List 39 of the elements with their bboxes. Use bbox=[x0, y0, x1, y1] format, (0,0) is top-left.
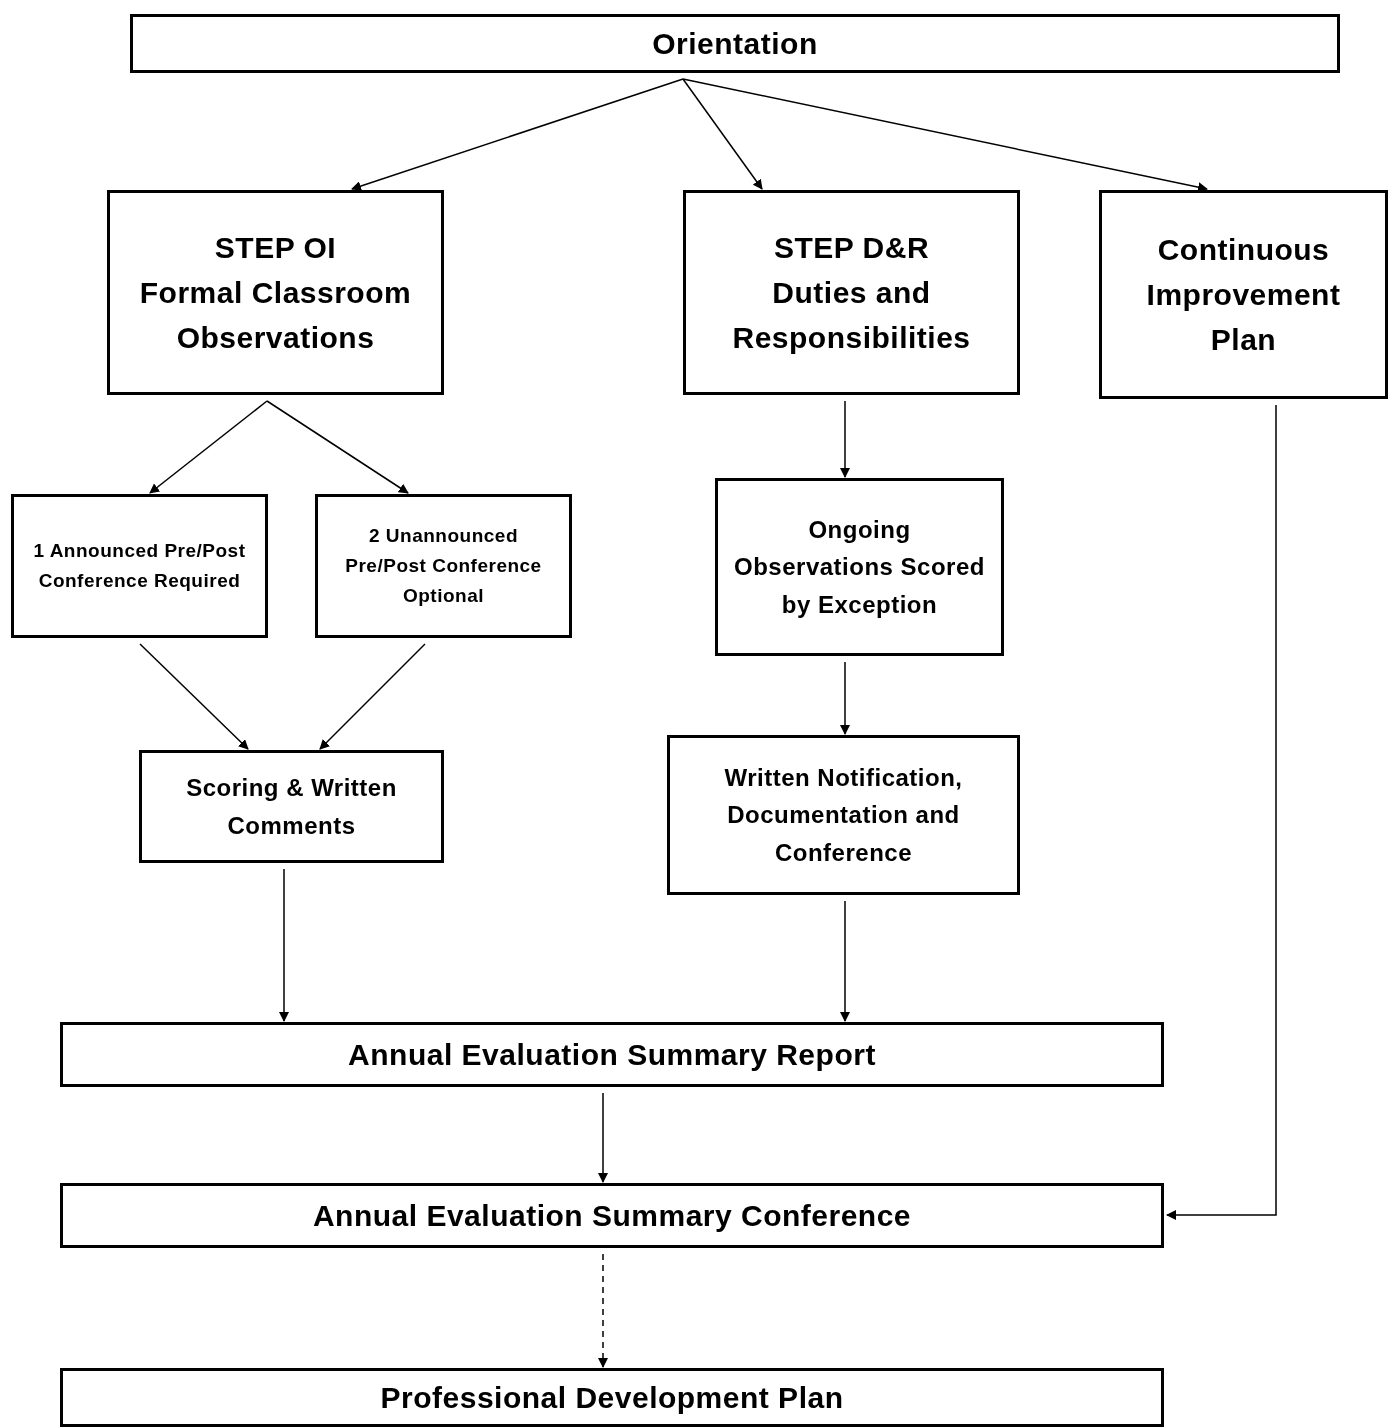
box-label: Duties and Responsibilities bbox=[731, 275, 972, 356]
box-label: Written Notification, Documentation and Conference bbox=[723, 763, 964, 868]
arrow bbox=[266, 400, 409, 494]
process-box bbox=[715, 478, 1004, 656]
box-label: Formal Classroom Observations bbox=[138, 275, 413, 356]
process-box bbox=[667, 735, 1020, 895]
arrow bbox=[598, 1092, 608, 1183]
arrow bbox=[319, 643, 426, 750]
box-label: Continuous Improvement Plan bbox=[1145, 232, 1342, 358]
arrow bbox=[139, 643, 249, 750]
box-label: STEP OI bbox=[214, 230, 337, 266]
arrow bbox=[840, 400, 850, 478]
box-label: 1 Announced Pre/Post Conference Required bbox=[32, 539, 247, 593]
process-box bbox=[683, 190, 1020, 395]
box-label: Orientation bbox=[652, 25, 818, 62]
arrow bbox=[149, 400, 268, 494]
arrow bbox=[840, 900, 850, 1022]
arrow bbox=[351, 78, 684, 191]
process-box bbox=[107, 190, 444, 395]
box-label: Scoring & Written Comments bbox=[185, 773, 398, 841]
process-box bbox=[130, 14, 1340, 73]
arrow bbox=[682, 78, 763, 190]
box-label: Annual Evaluation Summary Report bbox=[348, 1036, 876, 1073]
box-label: 2 Unannounced Pre/Post Conference Optional bbox=[344, 523, 543, 608]
process-box bbox=[60, 1183, 1164, 1248]
arrow bbox=[598, 1253, 608, 1368]
process-box bbox=[60, 1022, 1164, 1087]
process-box bbox=[1099, 190, 1388, 399]
box-label: Professional Development Plan bbox=[380, 1379, 844, 1416]
box-label: STEP D&R bbox=[773, 230, 930, 266]
arrow bbox=[1166, 404, 1277, 1220]
process-box bbox=[139, 750, 444, 863]
arrow bbox=[279, 868, 289, 1022]
process-box bbox=[60, 1368, 1164, 1427]
box-label: Ongoing Observations Scored by Exception bbox=[733, 515, 986, 620]
box-label: Annual Evaluation Summary Conference bbox=[312, 1197, 912, 1234]
process-box bbox=[11, 494, 268, 638]
arrow bbox=[840, 661, 850, 735]
process-box bbox=[315, 494, 572, 638]
